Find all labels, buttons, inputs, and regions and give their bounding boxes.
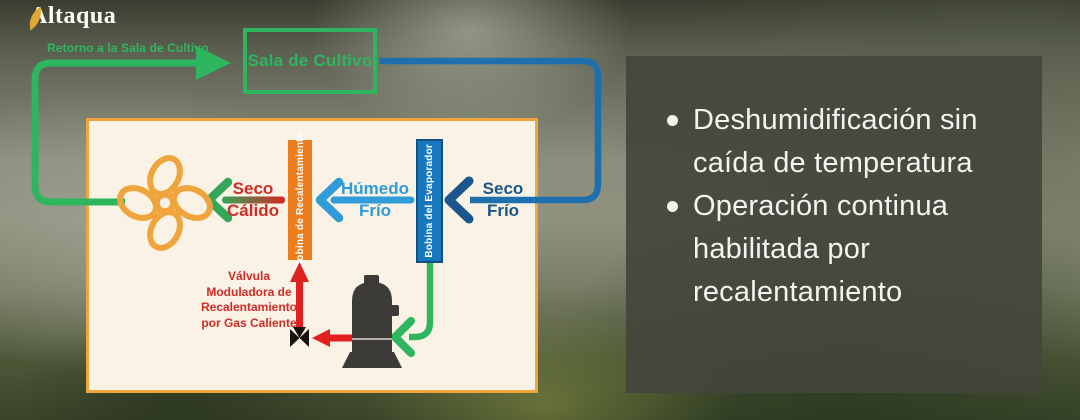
bullet-item: Deshumidificación sin caída de temperatu… [667,99,1016,185]
return-label: Retorno a la Sala de Cultivo [47,41,209,55]
bullet-text: Deshumidificación sin caída de temperatu… [693,104,978,179]
bullet-dot [667,201,678,212]
brand-logo: Altaqua [29,3,117,33]
diagram-box [86,118,538,393]
reheat-coil-bar: Bobina de Recalentamiento [288,132,312,268]
evaporator-coil-label: Bobina del Evaporador [424,144,435,258]
grow-room-label: Sala de Cultivo [247,51,373,70]
bullet-item: Operación continua habilitada por recale… [667,185,1016,314]
logo-text: Altaqua [30,3,117,29]
dry-warm-label: Seco Cálido [227,179,279,220]
valve-label: Válvula Moduladora de Recalentamiento po… [200,269,298,330]
leaf-icon [29,6,41,31]
bullet-dot [667,115,678,126]
reheat-coil-label: Bobina de Recalentamiento [294,131,306,269]
grow-room-box: Sala de Cultivo [243,28,377,94]
humid-cold-label: Húmedo Frío [341,179,409,220]
info-panel: Deshumidificación sin caída de temperatu… [626,56,1042,393]
bullet-text: Operación continua habilitada por recale… [693,190,949,308]
dry-cold-label: Seco Frío [482,179,524,220]
evaporator-coil-bar: Bobina del Evaporador [416,139,443,263]
bullet-list: Deshumidificación sin caída de temperatu… [626,56,1042,314]
